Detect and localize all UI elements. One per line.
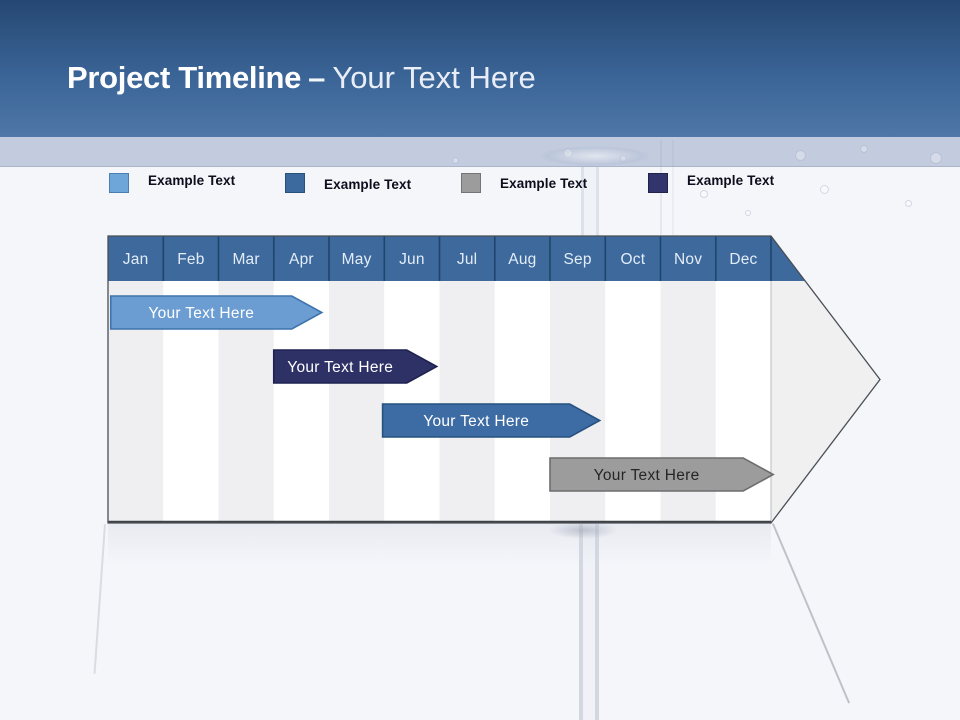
legend-swatch-lightblue [109,173,129,193]
month-label: Dec [729,251,757,268]
droplet-decoration [452,157,459,164]
droplet-decoration [860,145,868,153]
month-label: Apr [289,251,314,268]
droplet-decoration [795,150,806,161]
legend-label: Example Text [148,173,236,188]
month-labels: Jan Feb Mar Apr May Jun Jul Aug Sep Oct … [123,251,758,268]
droplet-decoration [700,190,708,198]
page-title: Project Timeline–Your Text Here [67,60,536,95]
legend-label: Example Text [687,173,775,188]
month-header-separators [162,236,772,281]
gantt-bar-3: Your Text Here [381,403,602,438]
legend-label: Example Text [500,176,588,191]
timeline-arrow-outline [107,235,881,524]
gantt-bar-label: Your Text Here [148,305,254,322]
table-reflection-decoration [108,524,771,566]
droplet-decoration [745,210,751,216]
droplet-decoration [905,200,912,207]
title-placeholder: Your Text Here [332,60,536,95]
month-label: May [342,251,372,268]
gantt-bar-1: Your Text Here [109,295,324,330]
legend-label: Example Text [324,177,412,192]
water-splash-decoration [540,146,650,166]
gantt-bar-label: Your Text Here [287,359,393,376]
gantt-bar-label: Your Text Here [423,413,529,430]
gantt-bar-shape [109,295,324,330]
month-label: Feb [177,251,204,268]
legend-item-4: Example Text [648,173,774,193]
gantt-bar-4: Your Text Here [549,457,775,492]
legend-item-2: Example Text [285,173,411,193]
gantt-bar-2: Your Text Here [272,349,439,384]
gantt-bar-label: Your Text Here [594,467,700,484]
title-main: Project Timeline [67,60,302,95]
month-label: Nov [674,251,702,268]
month-label: Sep [564,251,592,268]
legend-item-3: Example Text [461,173,587,193]
droplet-decoration [930,152,942,164]
month-label: Aug [508,251,536,268]
month-label: Jun [399,251,425,268]
water-blob-decoration [548,521,618,539]
month-label: Jul [457,251,477,268]
droplet-decoration [820,185,829,194]
water-stream-bottom-decoration [574,524,604,720]
water-stream-top-decoration [576,166,604,236]
slide-header: Project Timeline–Your Text Here [0,0,960,137]
title-dash: – [308,60,326,95]
gantt-bar-shape [381,403,602,438]
legend-swatch-steelblue [285,173,305,193]
legend-swatch-gray [461,173,481,193]
gantt-bar-shape [549,457,775,492]
gantt-bar-shape [272,349,439,384]
month-label: Jan [123,251,149,268]
legend-item-1: Example Text [109,173,235,193]
month-label: Oct [621,251,646,268]
month-label: Mar [232,251,259,268]
legend-swatch-navy [648,173,668,193]
